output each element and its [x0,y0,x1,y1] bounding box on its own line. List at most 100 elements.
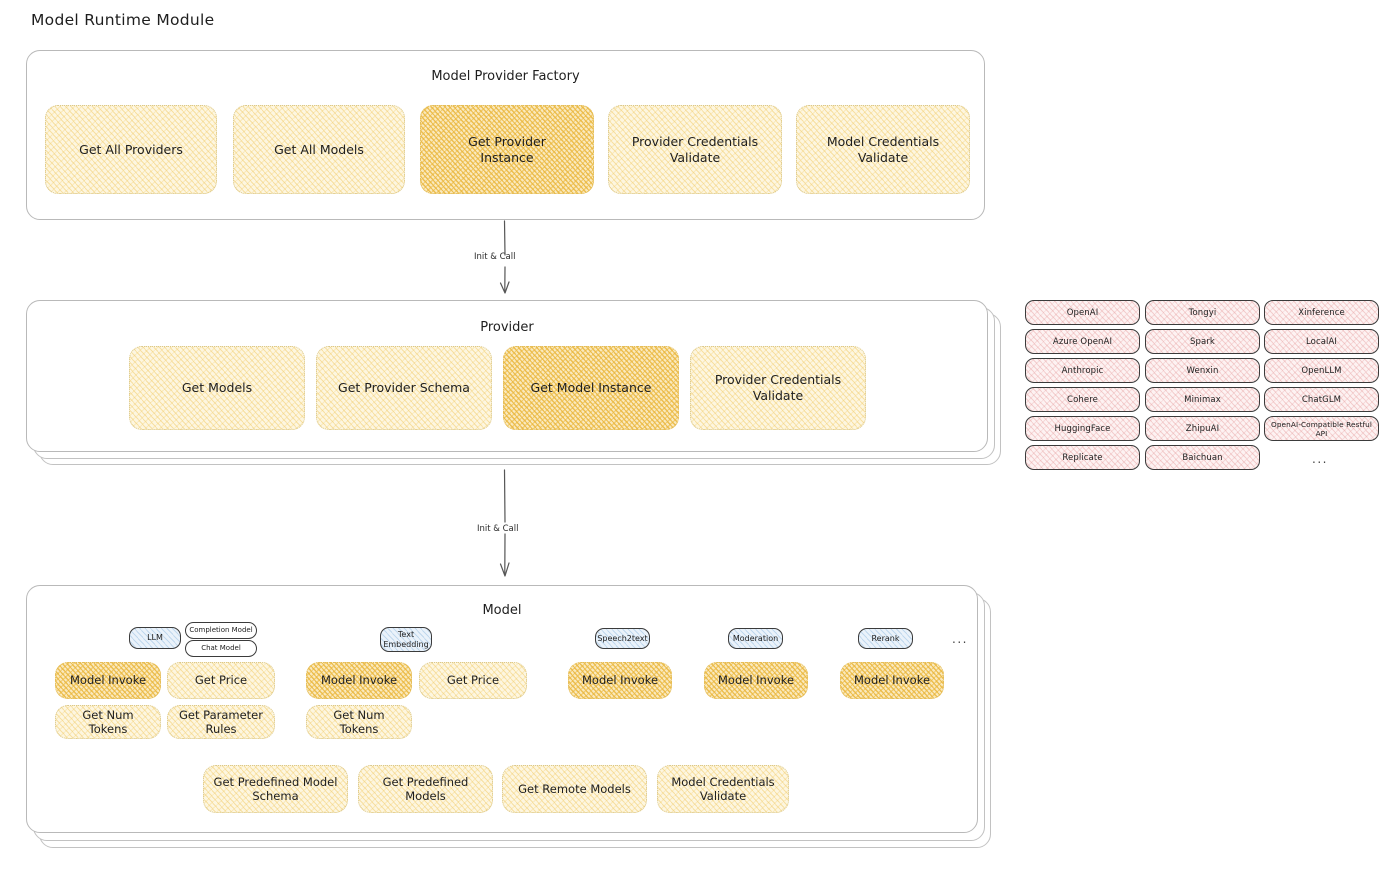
factory-node-label: Model Credentials Validate [826,133,940,165]
model-node-label: Model Invoke [581,673,659,688]
model-llm-node-get-parameter-rules[interactable]: Get Parameter Rules [167,705,275,739]
provider-chip-cohere[interactable]: Cohere [1025,387,1140,412]
provider-chip-openai-compatible-restful-api[interactable]: OpenAI-Compatible Restful API [1264,416,1379,441]
provider-node-label: Get Models [181,380,253,396]
model-subtype-badge-completion-model[interactable]: Completion Model [185,622,257,639]
provider-chip-openai[interactable]: OpenAI [1025,300,1140,325]
model-types-more-ellipsis: ... [952,632,968,646]
model-text-embedding-node-model-invoke[interactable]: Model Invoke [306,662,412,699]
factory-node-label: Get All Models [274,141,364,157]
provider-title: Provider [480,320,534,335]
provider-chip-label: Cohere [1067,394,1098,405]
provider-chip-baichuan[interactable]: Baichuan [1145,445,1260,470]
provider-node-label: Provider Credentials Validate [714,372,842,403]
arrow-factory-to-provider [499,220,510,294]
model-node-label: Get Predefined Models [382,774,469,803]
factory-node-get-provider-instance[interactable]: Get Provider Instance [420,105,594,194]
model-type-badge-label: Text Embedding [383,630,429,649]
provider-chip-anthropic[interactable]: Anthropic [1025,358,1140,383]
provider-chip-label: Baichuan [1182,452,1223,463]
model-node-label: Get Price [194,673,248,688]
model-node-label: Model Invoke [853,673,931,688]
provider-chip-label: Xinference [1298,307,1345,318]
provider-chip-chatglm[interactable]: ChatGLM [1264,387,1379,412]
model-common-node-get-remote-models[interactable]: Get Remote Models [502,765,647,813]
model-type-badge-text-embedding[interactable]: Text Embedding [380,627,432,652]
factory-node-get-all-models[interactable]: Get All Models [233,105,405,194]
provider-chip-label: Minimax [1184,394,1221,405]
provider-chip-label: LocalAI [1305,336,1338,347]
provider-node-provider-credentials-validate[interactable]: Provider Credentials Validate [690,346,866,430]
provider-chip-xinference[interactable]: Xinference [1264,300,1379,325]
model-rerank-node-model-invoke[interactable]: Model Invoke [840,662,944,699]
provider-chip-label: ZhipuAI [1185,423,1220,434]
model-type-badge-moderation[interactable]: Moderation [728,628,783,649]
provider-node-label: Get Provider Schema [338,380,470,396]
model-type-badge-label: Speech2text [597,633,648,643]
provider-node-label: Get Model Instance [530,380,652,396]
model-node-label: Get Remote Models [518,781,631,796]
factory-node-label: Get All Providers [79,141,183,157]
provider-chip-replicate[interactable]: Replicate [1025,445,1140,470]
provider-chip-label: ChatGLM [1301,394,1342,405]
arrow-label-init-and-call-1: Init & Call [474,252,516,262]
model-node-label: Get Num Tokens [82,707,134,736]
provider-chip-label: OpenAI-Compatible Restful API [1270,419,1372,438]
arrow-label-init-and-call-2: Init & Call [477,524,519,534]
model-type-badge-llm[interactable]: LLM [129,627,181,649]
provider-chip-label: Tongyi [1188,307,1217,318]
model-type-badge-label: Rerank [871,633,900,643]
model-speech2text-node-model-invoke[interactable]: Model Invoke [568,662,672,699]
provider-chip-azure-openai[interactable]: Azure OpenAI [1025,329,1140,354]
provider-chip-spark[interactable]: Spark [1145,329,1260,354]
provider-chip-label: Anthropic [1061,365,1104,376]
model-type-badge-label: LLM [147,633,163,643]
provider-chip-label: Azure OpenAI [1052,336,1113,347]
arrow-provider-to-model [499,469,510,577]
provider-chip-label: Wenxin [1186,365,1219,376]
provider-chip-openllm[interactable]: OpenLLM [1264,358,1379,383]
provider-node-get-model-instance[interactable]: Get Model Instance [503,346,679,430]
provider-chip-wenxin[interactable]: Wenxin [1145,358,1260,383]
model-common-node-model-credentials-validate[interactable]: Model Credentials Validate [657,765,789,813]
model-node-label: Get Price [446,673,500,688]
provider-chip-tongyi[interactable]: Tongyi [1145,300,1260,325]
model-subtype-badge-chat-model[interactable]: Chat Model [185,640,257,657]
factory-node-get-all-providers[interactable]: Get All Providers [45,105,217,194]
model-llm-node-get-num-tokens[interactable]: Get Num Tokens [55,705,161,739]
page-title: Model Runtime Module [31,11,215,29]
provider-node-get-models[interactable]: Get Models [129,346,305,430]
model-llm-node-get-price[interactable]: Get Price [167,662,275,699]
model-type-badge-rerank[interactable]: Rerank [858,628,913,649]
model-common-node-get-predefined-models[interactable]: Get Predefined Models [358,765,493,813]
model-title: Model [482,603,522,618]
model-type-badge-label: Moderation [732,633,779,643]
provider-chip-label: Replicate [1062,452,1103,463]
model-common-node-get-predefined-model-schema[interactable]: Get Predefined Model Schema [203,765,348,813]
model-node-label: Get Parameter Rules [179,707,263,736]
provider-chip-minimax[interactable]: Minimax [1145,387,1260,412]
model-node-label: Get Predefined Model Schema [213,774,338,803]
provider-chip-label: HuggingFace [1054,423,1111,434]
provider-chip-localai[interactable]: LocalAI [1264,329,1379,354]
provider-chip-zhipuai[interactable]: ZhipuAI [1145,416,1260,441]
model-text-embedding-node-get-num-tokens[interactable]: Get Num Tokens [306,705,412,739]
provider-chip-huggingface[interactable]: HuggingFace [1025,416,1140,441]
factory-node-model-credentials-validate[interactable]: Model Credentials Validate [796,105,970,194]
model-node-label: Model Credentials Validate [671,774,775,803]
provider-node-get-provider-schema[interactable]: Get Provider Schema [316,346,492,430]
model-moderation-node-model-invoke[interactable]: Model Invoke [704,662,808,699]
model-node-label: Model Invoke [320,673,398,688]
model-node-label: Get Num Tokens [333,707,385,736]
provider-chip-label: OpenLLM [1301,365,1342,376]
factory-node-provider-credentials-validate[interactable]: Provider Credentials Validate [608,105,782,194]
factory-node-label: Provider Credentials Validate [631,133,759,165]
model-llm-node-model-invoke[interactable]: Model Invoke [55,662,161,699]
model-type-badge-speech2text[interactable]: Speech2text [595,628,650,649]
model-subtype-badge-label: Completion Model [189,626,253,635]
model-provider-factory-title: Model Provider Factory [431,69,580,84]
factory-node-label: Get Provider Instance [468,133,546,165]
model-text-embedding-node-get-price[interactable]: Get Price [419,662,527,699]
provider-list-more-ellipsis: ... [1312,452,1328,466]
provider-chip-label: Spark [1190,336,1215,347]
